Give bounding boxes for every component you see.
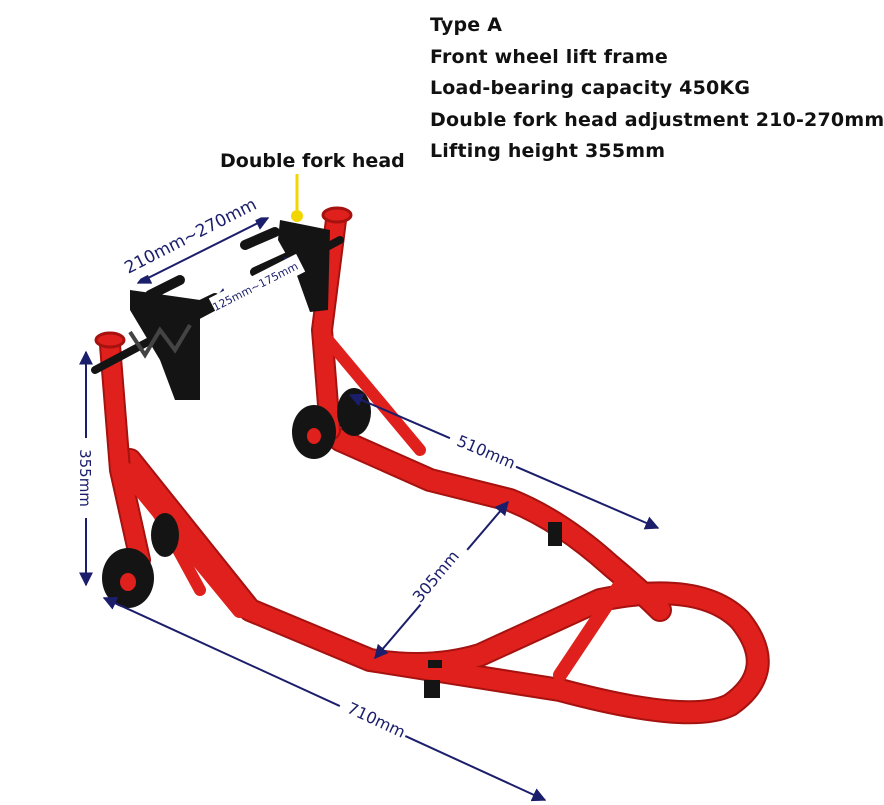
spec-fork-adjustment: Double fork head adjustment 210-270mm — [430, 108, 884, 131]
double-fork-head-callout: Double fork head — [220, 150, 405, 172]
wheel-right-rear — [292, 405, 336, 459]
callout-marker — [291, 174, 303, 222]
wheel-right-front — [337, 388, 371, 436]
dim-length-line — [102, 596, 547, 802]
spec-type: Type A — [430, 14, 503, 36]
dim-length-label: 710mm — [344, 698, 408, 741]
dim-fork-spread-line — [136, 217, 270, 284]
spec-capacity: Load-bearing capacity 450KG — [430, 77, 751, 99]
stand-frame — [94, 206, 770, 725]
dim-wheel-span-label: 510mm — [454, 431, 518, 473]
wheel-left-inner — [151, 513, 179, 557]
spec-lifting-height: Lifting height 355mm — [430, 140, 666, 162]
spec-list: Type A Front wheel lift frame Load-beari… — [430, 10, 884, 168]
fork-head-assembly — [91, 220, 344, 400]
dim-height-label: 355mm — [76, 449, 94, 507]
paddock-stand-illustration: 210mm~270mm 125mm~175mm 355mm 510mm 305m… — [76, 174, 770, 802]
dim-fork-spread-label: 210mm~270mm — [121, 195, 260, 279]
spec-product-name: Front wheel lift frame — [430, 45, 668, 68]
wheel-left — [102, 548, 154, 608]
